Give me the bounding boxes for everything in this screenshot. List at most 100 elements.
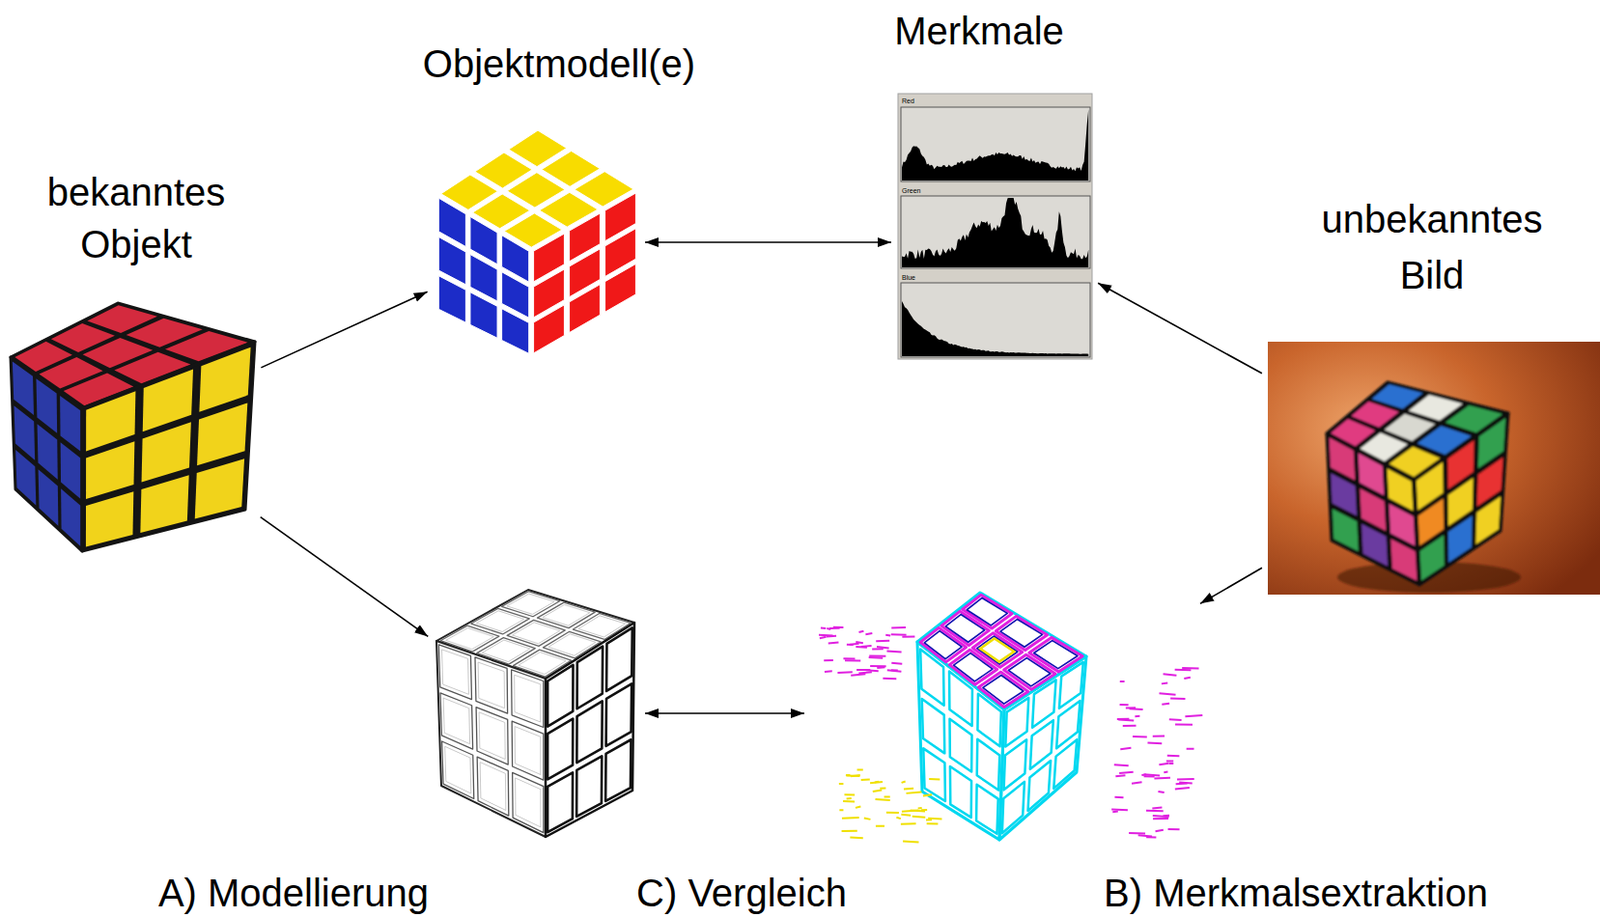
edge-noise <box>903 787 914 791</box>
sketch-cube-sticker <box>606 627 633 692</box>
edge-noise <box>1157 791 1164 793</box>
edge-noise <box>923 794 932 796</box>
sketch-cube-sticker <box>576 701 602 763</box>
photo-cube-sticker <box>1361 524 1388 567</box>
photo-cube-sticker <box>1332 508 1359 552</box>
extracted-features <box>811 589 1195 847</box>
edge-noise <box>885 634 891 638</box>
edge-noise <box>891 663 902 665</box>
edge-noise <box>1168 828 1180 831</box>
edge-noise <box>819 637 827 639</box>
edge-noise <box>1152 734 1165 737</box>
photo-cube-sticker <box>1475 496 1501 545</box>
sketch-cube-inner-sticker <box>445 746 472 794</box>
edge-noise <box>871 647 884 650</box>
edge-noise <box>1153 777 1171 781</box>
edge-noise <box>869 656 884 660</box>
edge-noise <box>820 627 826 630</box>
edge-noise <box>875 640 890 644</box>
edge-noise <box>842 800 855 803</box>
edge-noise <box>928 778 940 781</box>
edge-noise <box>861 645 872 648</box>
photo-cube-sticker <box>1388 504 1415 547</box>
edge-noise <box>1161 703 1170 705</box>
edge-noise <box>900 814 911 816</box>
known-cube-sticker <box>60 488 81 547</box>
edge-noise <box>861 779 871 783</box>
edge-cube-top-inner-sticker <box>1000 619 1043 648</box>
model-cube-sticker <box>533 305 565 354</box>
edge-cube-top-sticker <box>978 672 1028 707</box>
edge-noise <box>850 673 866 675</box>
sketch-cube-inner-sticker <box>481 640 530 662</box>
edge-noise <box>849 836 863 840</box>
edge-model <box>433 589 639 838</box>
histogram-plot <box>900 282 1091 358</box>
flow-arrow <box>260 517 429 638</box>
feature-histograms: MerkmaleRedGreenBlue <box>898 93 1093 360</box>
sketch-cube-inner-sticker <box>477 662 506 709</box>
edge-cube-top-sticker <box>1029 637 1083 672</box>
flow-arrow <box>1200 567 1263 604</box>
edge-noise <box>901 781 906 783</box>
flow-arrow <box>645 241 892 244</box>
edge-noise <box>879 786 886 789</box>
edge-cube-top-inner-sticker <box>1008 658 1051 687</box>
photo-cube-sticker <box>1329 437 1356 480</box>
edge-noise <box>1152 817 1169 820</box>
channel-label: Green <box>901 186 921 196</box>
edge-noise <box>1111 809 1128 813</box>
edge-noise <box>870 665 886 668</box>
photo-cube-sticker <box>1448 515 1473 563</box>
sketch-cube-inner-sticker <box>476 611 524 633</box>
sketch-cube-face <box>545 622 635 838</box>
sketch-cube-sticker <box>576 756 602 817</box>
edge-noise <box>900 822 917 825</box>
known-cube-sticker <box>140 475 189 534</box>
node-heading: Merkmale <box>834 4 1124 57</box>
sketch-cube-inner-sticker <box>578 616 626 638</box>
sketch-cube-inner-sticker <box>443 698 471 745</box>
sketch-cube-sticker <box>547 772 573 833</box>
unknown-photo <box>1267 341 1600 595</box>
object-model: Objektmodell(e) <box>433 127 639 358</box>
edge-noise <box>901 635 915 638</box>
sketch-cube-inner-sticker <box>478 712 506 760</box>
edge-noise <box>859 631 865 633</box>
edge-noise <box>1152 815 1170 817</box>
edge-noise <box>837 671 852 674</box>
edge-noise <box>1184 715 1203 717</box>
edge-noise <box>828 642 840 646</box>
edge-cube-face <box>917 642 1005 841</box>
edge-cube-top-inner-sticker <box>1034 641 1078 670</box>
edge-noise <box>872 789 882 791</box>
edge-noise <box>849 644 860 646</box>
known-cube-sticker <box>35 378 57 434</box>
edge-cube-sticker <box>977 739 1001 791</box>
sketch-cube-sticker <box>605 739 631 802</box>
edge-noise <box>857 769 864 772</box>
edge-noise <box>1120 703 1129 706</box>
histogram-plot <box>900 196 1091 269</box>
photo-cube-sticker <box>1387 468 1414 511</box>
sketch-cube-inner-sticker <box>542 604 590 626</box>
edge-noise <box>1128 832 1146 836</box>
sketch-cube-sticker <box>511 721 544 781</box>
edge-cube-sticker <box>1053 739 1077 789</box>
edge-noise <box>1141 773 1147 777</box>
known-cube-sticker <box>142 368 194 432</box>
channel-label: Blue <box>901 273 916 282</box>
sketch-cube-sticker <box>442 741 475 800</box>
sketch-cube-inner-sticker <box>514 674 541 723</box>
edge-noise <box>829 627 841 630</box>
edge-noise <box>1120 680 1125 683</box>
edge-noise <box>891 633 907 636</box>
edge-noise <box>1169 718 1182 722</box>
edge-noise <box>1167 755 1180 758</box>
known-cube-sticker <box>141 421 192 482</box>
model-cube-face <box>436 194 532 358</box>
edge-noise <box>912 815 926 819</box>
